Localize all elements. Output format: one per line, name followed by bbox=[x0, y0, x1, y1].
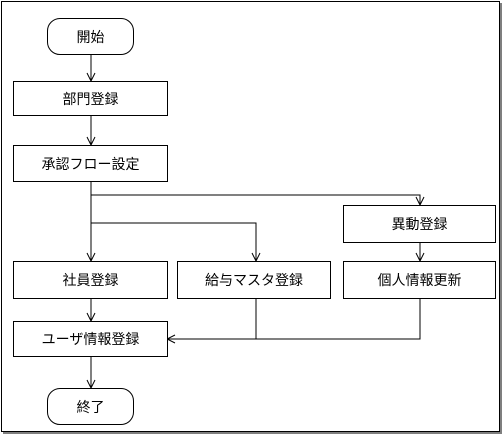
personal-update-node: 個人情報更新 bbox=[343, 261, 496, 299]
approval-flow-node: 承認フロー設定 bbox=[13, 145, 168, 182]
employee-register-node: 社員登録 bbox=[13, 261, 168, 299]
end-node: 終了 bbox=[47, 388, 134, 425]
salary-master-node: 給与マスタ登録 bbox=[177, 261, 331, 299]
user-register-node: ユーザ情報登録 bbox=[13, 321, 168, 357]
edge-personal-to-user bbox=[167, 299, 421, 339]
edge-approval-to-transfer bbox=[91, 194, 420, 205]
transfer-register-node: 異動登録 bbox=[343, 205, 496, 243]
dept-register-node: 部門登録 bbox=[13, 81, 168, 116]
start-node: 開始 bbox=[47, 18, 134, 55]
edge-approval-to-salary bbox=[91, 222, 256, 261]
